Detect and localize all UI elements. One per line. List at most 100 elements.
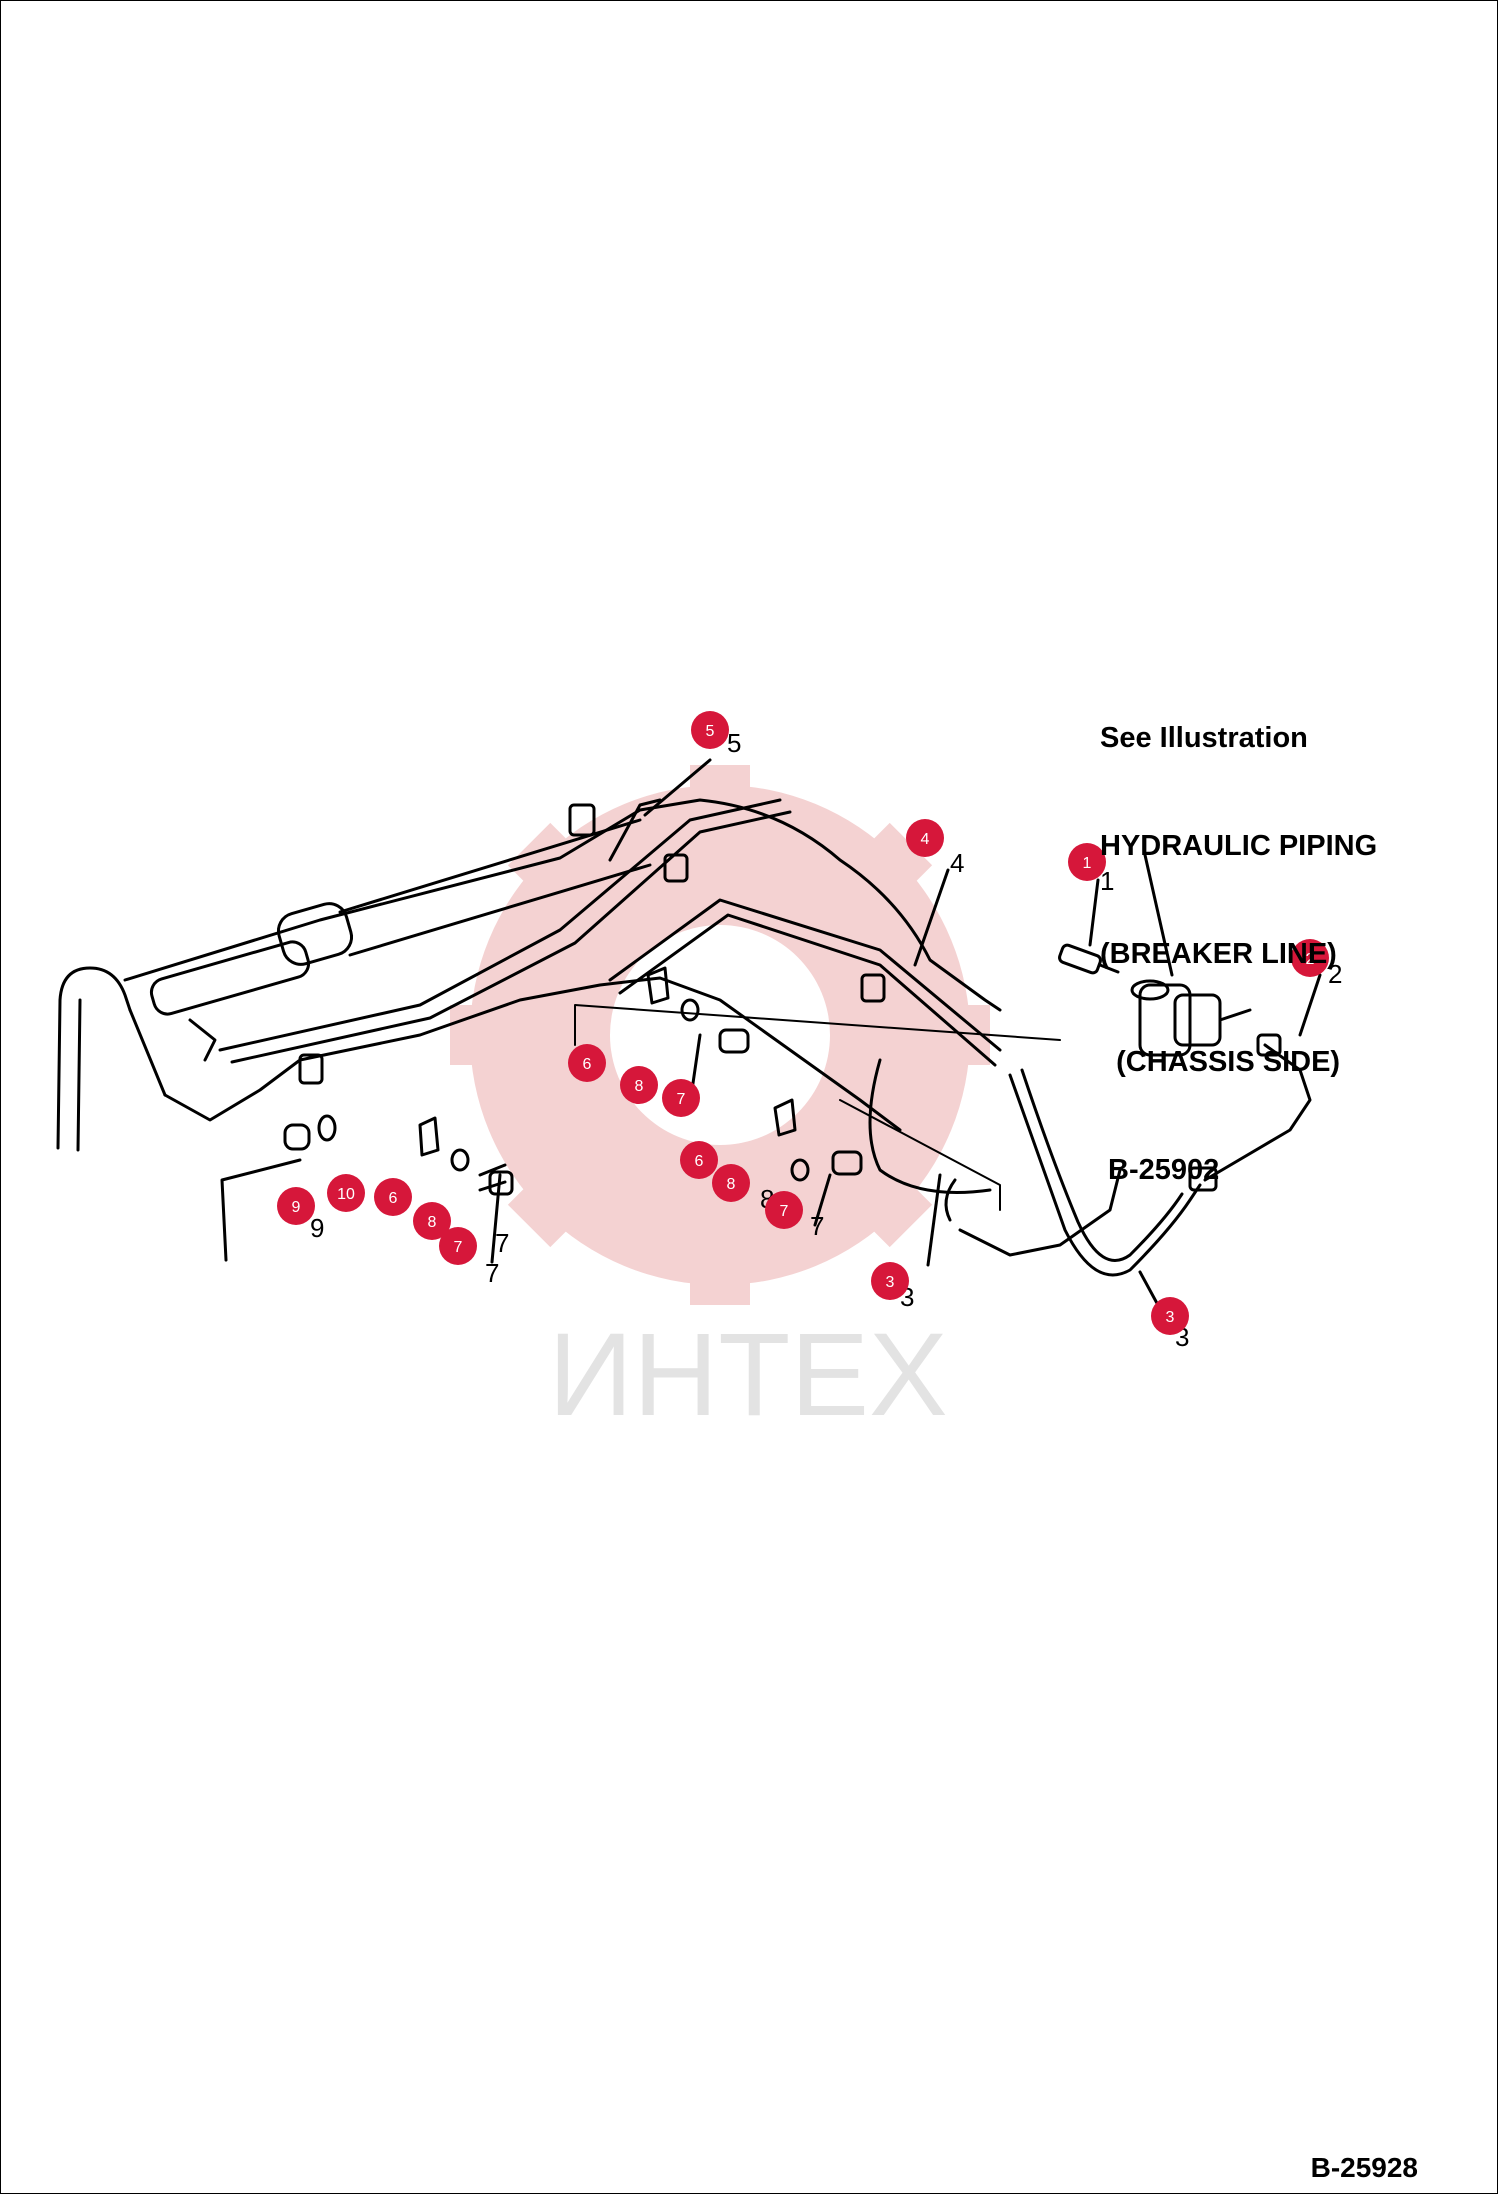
see-illustration-note: See Illustration HYDRAULIC PIPING (BREAK… [1100, 648, 1377, 1224]
callout-1: 1 [1068, 843, 1106, 881]
callout-marker [374, 1178, 412, 1216]
callout-5: 5 [691, 711, 729, 749]
callout-label: 9 [292, 1199, 301, 1216]
callout-8: 8 [620, 1066, 658, 1104]
leader-7-right [813, 1173, 832, 1227]
cab-outline [56, 966, 132, 1150]
bracket-left [188, 1018, 217, 1062]
part-number-2: 2 [1328, 959, 1342, 989]
callout-marker [620, 1066, 658, 1104]
callout-label: 8 [428, 1214, 437, 1231]
part-6-plate-right [773, 1098, 797, 1137]
part-7-head-left [488, 1170, 514, 1196]
callout-7: 7 [662, 1079, 700, 1117]
leader-9 [220, 1158, 302, 1262]
callout-marker [662, 1079, 700, 1117]
callout-marker [765, 1191, 803, 1229]
cab-edge [128, 1008, 167, 1097]
callout-label: 7 [454, 1239, 463, 1256]
part-7-bolt-right [831, 1150, 863, 1176]
callout-marker [1068, 843, 1106, 881]
callout-label: 6 [583, 1056, 592, 1073]
boom-cylinder-head [276, 902, 354, 966]
cylinder-tube-bottom [348, 863, 652, 957]
boom-top-edge [123, 798, 1002, 1012]
callout-label: 1 [1083, 855, 1092, 872]
callout-label: 2 [1306, 951, 1315, 968]
hose-3-left [868, 1058, 992, 1194]
note-line: (CHASSIS SIDE) [1100, 1046, 1341, 1078]
leader-7-mid [690, 1033, 702, 1092]
figure-reference: B-25928 [1310, 2152, 1418, 2183]
note-line: (BREAKER LINE) [1100, 938, 1337, 970]
callout-label: 10 [337, 1186, 355, 1203]
part-6-plate-left [418, 1116, 440, 1157]
clamp-right [860, 973, 886, 1003]
callout-marker [691, 711, 729, 749]
leader-2 [1298, 973, 1322, 1037]
boom-cylinder-rod [149, 940, 311, 1016]
callout-label: 4 [921, 831, 930, 848]
callout-2: 2 [1291, 939, 1329, 977]
leader-see-illustration [1143, 853, 1174, 977]
callout-marker [906, 819, 944, 857]
part-9-nut [283, 1123, 311, 1151]
callout-3: 3 [871, 1262, 909, 1300]
part-7-bolt-left [478, 1163, 507, 1192]
part-7-bolt-mid [718, 1028, 750, 1054]
pipe-run-upper [608, 898, 1002, 1052]
callout-marker [439, 1227, 477, 1265]
callout-label: 7 [780, 1203, 789, 1220]
part-8-washer-right [790, 1158, 810, 1182]
part-number-1: 1 [1100, 866, 1114, 896]
clamp-left [298, 1053, 324, 1085]
part-number-7: 7 [810, 1211, 824, 1241]
callout-label: 8 [635, 1078, 644, 1095]
callout-label: 5 [706, 723, 715, 740]
callout-marker [277, 1187, 315, 1225]
callout-marker [413, 1202, 451, 1240]
callout-marker [1291, 939, 1329, 977]
callout-label: 6 [695, 1153, 704, 1170]
pipe-run-lower [218, 798, 782, 1052]
clamp-mid [663, 853, 689, 883]
leader-5 [643, 758, 712, 817]
callout-label: 7 [677, 1091, 686, 1108]
hose-3-right [1008, 1073, 1202, 1277]
note-line: See Illustration [1100, 722, 1308, 754]
callout-label: 8 [727, 1176, 736, 1193]
leader-7-left [490, 1173, 502, 1264]
part-number-5: 5 [727, 728, 741, 758]
part-10-oring [317, 1114, 337, 1142]
fitting-1 [1058, 943, 1102, 975]
callout-marker [1151, 1297, 1189, 1335]
callout-label: 6 [389, 1190, 398, 1207]
clamp-upper [568, 803, 596, 837]
boom-nose-inner [944, 1178, 957, 1222]
part-6-plate-mid [646, 966, 670, 1005]
part-8-washer-mid [680, 998, 700, 1022]
watermark-text: ИНТЕХ [548, 1309, 948, 1441]
callout-9: 9 [277, 1187, 315, 1225]
callout-marker [568, 1044, 606, 1082]
part-number-7: 7 [485, 1258, 499, 1288]
callout-8: 8 [413, 1202, 451, 1240]
callout-10: 10 [327, 1174, 365, 1212]
callout-8: 8 [712, 1164, 750, 1202]
callout-label: 3 [1166, 1309, 1175, 1326]
reference-box-top [574, 1004, 1061, 1046]
pipe-run-lower-2 [230, 810, 792, 1064]
part-number-7: 7 [495, 1228, 509, 1258]
pipe-2-elbow [1256, 1033, 1282, 1057]
valve-port [1218, 1008, 1252, 1022]
pipe-2-fitting [1188, 1166, 1218, 1192]
part-number-4: 4 [950, 848, 964, 878]
callout-label: 3 [886, 1274, 895, 1291]
valve-cap [1130, 979, 1170, 1001]
callout-3: 3 [1151, 1297, 1189, 1335]
fitting-1-nut [1098, 963, 1120, 974]
part-8-washer-left [450, 1148, 470, 1172]
